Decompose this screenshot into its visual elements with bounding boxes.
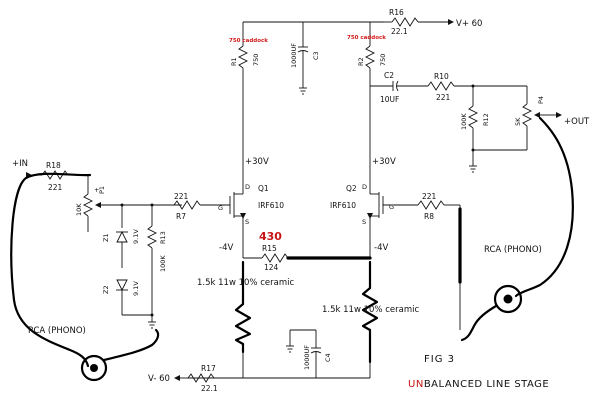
q2-source-pin: S [362, 218, 366, 226]
output-coupling: C2 10UF R10 221 [370, 71, 527, 104]
r15-value: 124 [264, 263, 279, 272]
resistor-r1: R1 750 [230, 22, 260, 190]
right-load-note: 1.5k 11w 10% ceramic [322, 305, 419, 315]
resistor-r7: 221 R7 G [173, 192, 230, 221]
fig-title-prefix: UN [408, 379, 424, 390]
r16-value: 22.1 [391, 27, 408, 36]
resistor-r13: 100K R13 [122, 203, 167, 329]
r13-value: 100K [159, 255, 167, 272]
p1-ref: P1 [98, 186, 106, 194]
top-supply-rail: R16 22.1 V+ 60 [243, 8, 482, 36]
right-rca-cable: RCA (PHONO) [460, 116, 574, 342]
mosfet-q1: Q1 IRF610 D S [229, 183, 284, 258]
zener-z1: Z1 9.1V [102, 203, 140, 268]
rca-left-label: RCA (PHONO) [28, 326, 86, 336]
resistor-r10 [427, 81, 455, 91]
resistor-r2: R2 750 [357, 22, 387, 190]
plus30-left: +30V [245, 157, 269, 167]
r12-ref: R12 [482, 113, 490, 126]
resistor-r12: 100K R12 [460, 86, 490, 173]
z2-value: 9.1V [132, 281, 140, 296]
fig-title-rest: BALANCED LINE STAGE [424, 379, 549, 390]
out-label: +OUT [564, 117, 590, 127]
r2-value: 750 [379, 54, 387, 66]
z1-value: 9.1V [132, 229, 140, 244]
r7-ref: R7 [176, 212, 186, 221]
q1-source-pin: S [245, 218, 249, 226]
minus4-right: -4V [374, 243, 388, 253]
right-ceramic-load [361, 260, 379, 378]
r8-value: 221 [422, 192, 437, 201]
left-rca-cable: RCA (PHONO) [10, 172, 160, 382]
q2-part: IRF610 [330, 201, 356, 210]
bottom-supply-rail: V- 60 R17 22.1 [148, 364, 370, 393]
q1-part: IRF610 [258, 201, 284, 210]
r16-ref: R16 [389, 8, 404, 17]
capacitor-c3: 1000UF C3 [290, 22, 320, 95]
r10-ref: R10 [434, 72, 449, 81]
p4-ref: P4 [537, 96, 545, 104]
r17-ref: R17 [201, 364, 216, 373]
r12-value: 100K [460, 113, 468, 130]
r8-ref: R8 [424, 212, 434, 221]
r1-value: 750 [252, 54, 260, 66]
r17-value: 22.1 [201, 384, 218, 393]
minus4-left: -4V [219, 243, 233, 253]
q1-drain-pin: D [245, 183, 250, 191]
c2-ref: C2 [384, 71, 394, 80]
svg-text:+: + [94, 186, 99, 194]
q1-ref: Q1 [258, 184, 269, 193]
p1-value: 10K [75, 203, 83, 216]
fig-title: UNBALANCED LINE STAGE [408, 379, 549, 390]
resistor-r18 [41, 170, 69, 180]
r15-mod-note: 430 [259, 230, 282, 243]
arrow-vplus [448, 19, 454, 25]
r18-ref: R18 [46, 161, 61, 170]
z2-ref: Z2 [102, 285, 110, 294]
r1-ref: R1 [230, 57, 238, 66]
vminus-label: V- 60 [148, 374, 170, 384]
p4-value: 5K [514, 117, 522, 126]
q2-drain-pin: D [362, 183, 367, 191]
resistor-r8: 221 R8 [383, 192, 460, 221]
q1-gate-pin: G [218, 204, 223, 212]
c3-value: 1000UF [290, 43, 298, 68]
potentiometer-p4: 5K P4 +OUT [471, 86, 590, 152]
left-load-note: 1.5k 11w 10% ceramic [197, 278, 294, 288]
c2-value: 10UF [380, 95, 399, 104]
capacitor-c4: 1000UF C4 [286, 329, 332, 378]
q2-gate-pin: G [389, 203, 394, 211]
plus30-right: +30V [372, 157, 396, 167]
r2-mod-note: 750 caddock [347, 35, 386, 41]
q2-ref: Q2 [346, 184, 357, 193]
z1-ref: Z1 [102, 233, 110, 242]
c3-ref: C3 [312, 51, 320, 60]
r13-ref: R13 [159, 231, 167, 244]
mosfet-q2: Q2 IRF610 D S G [330, 183, 394, 258]
vplus-label: V+ 60 [456, 19, 482, 29]
r10-value: 221 [436, 93, 451, 102]
resistor-r15: R15 124 [243, 244, 372, 272]
zener-z2: Z2 9.1V [102, 279, 140, 315]
r2-ref: R2 [357, 57, 365, 66]
r7-value: 221 [174, 192, 189, 201]
r1-mod-note: 750 caddock [229, 38, 268, 44]
resistor-r17 [187, 373, 215, 383]
c4-value: 1000UF [303, 345, 311, 370]
c4-ref: C4 [324, 353, 332, 362]
rca-right-label: RCA (PHONO) [484, 245, 542, 255]
fig-label: FIG 3 [424, 354, 455, 365]
in-label: +IN [12, 159, 28, 169]
r18-value: 221 [48, 183, 63, 192]
r15-ref: R15 [262, 244, 277, 253]
left-ceramic-load [234, 260, 252, 378]
resistor-r16 [391, 17, 419, 27]
potentiometer-p1: 10K P1 + [75, 175, 182, 232]
arrow-vminus [174, 375, 180, 381]
